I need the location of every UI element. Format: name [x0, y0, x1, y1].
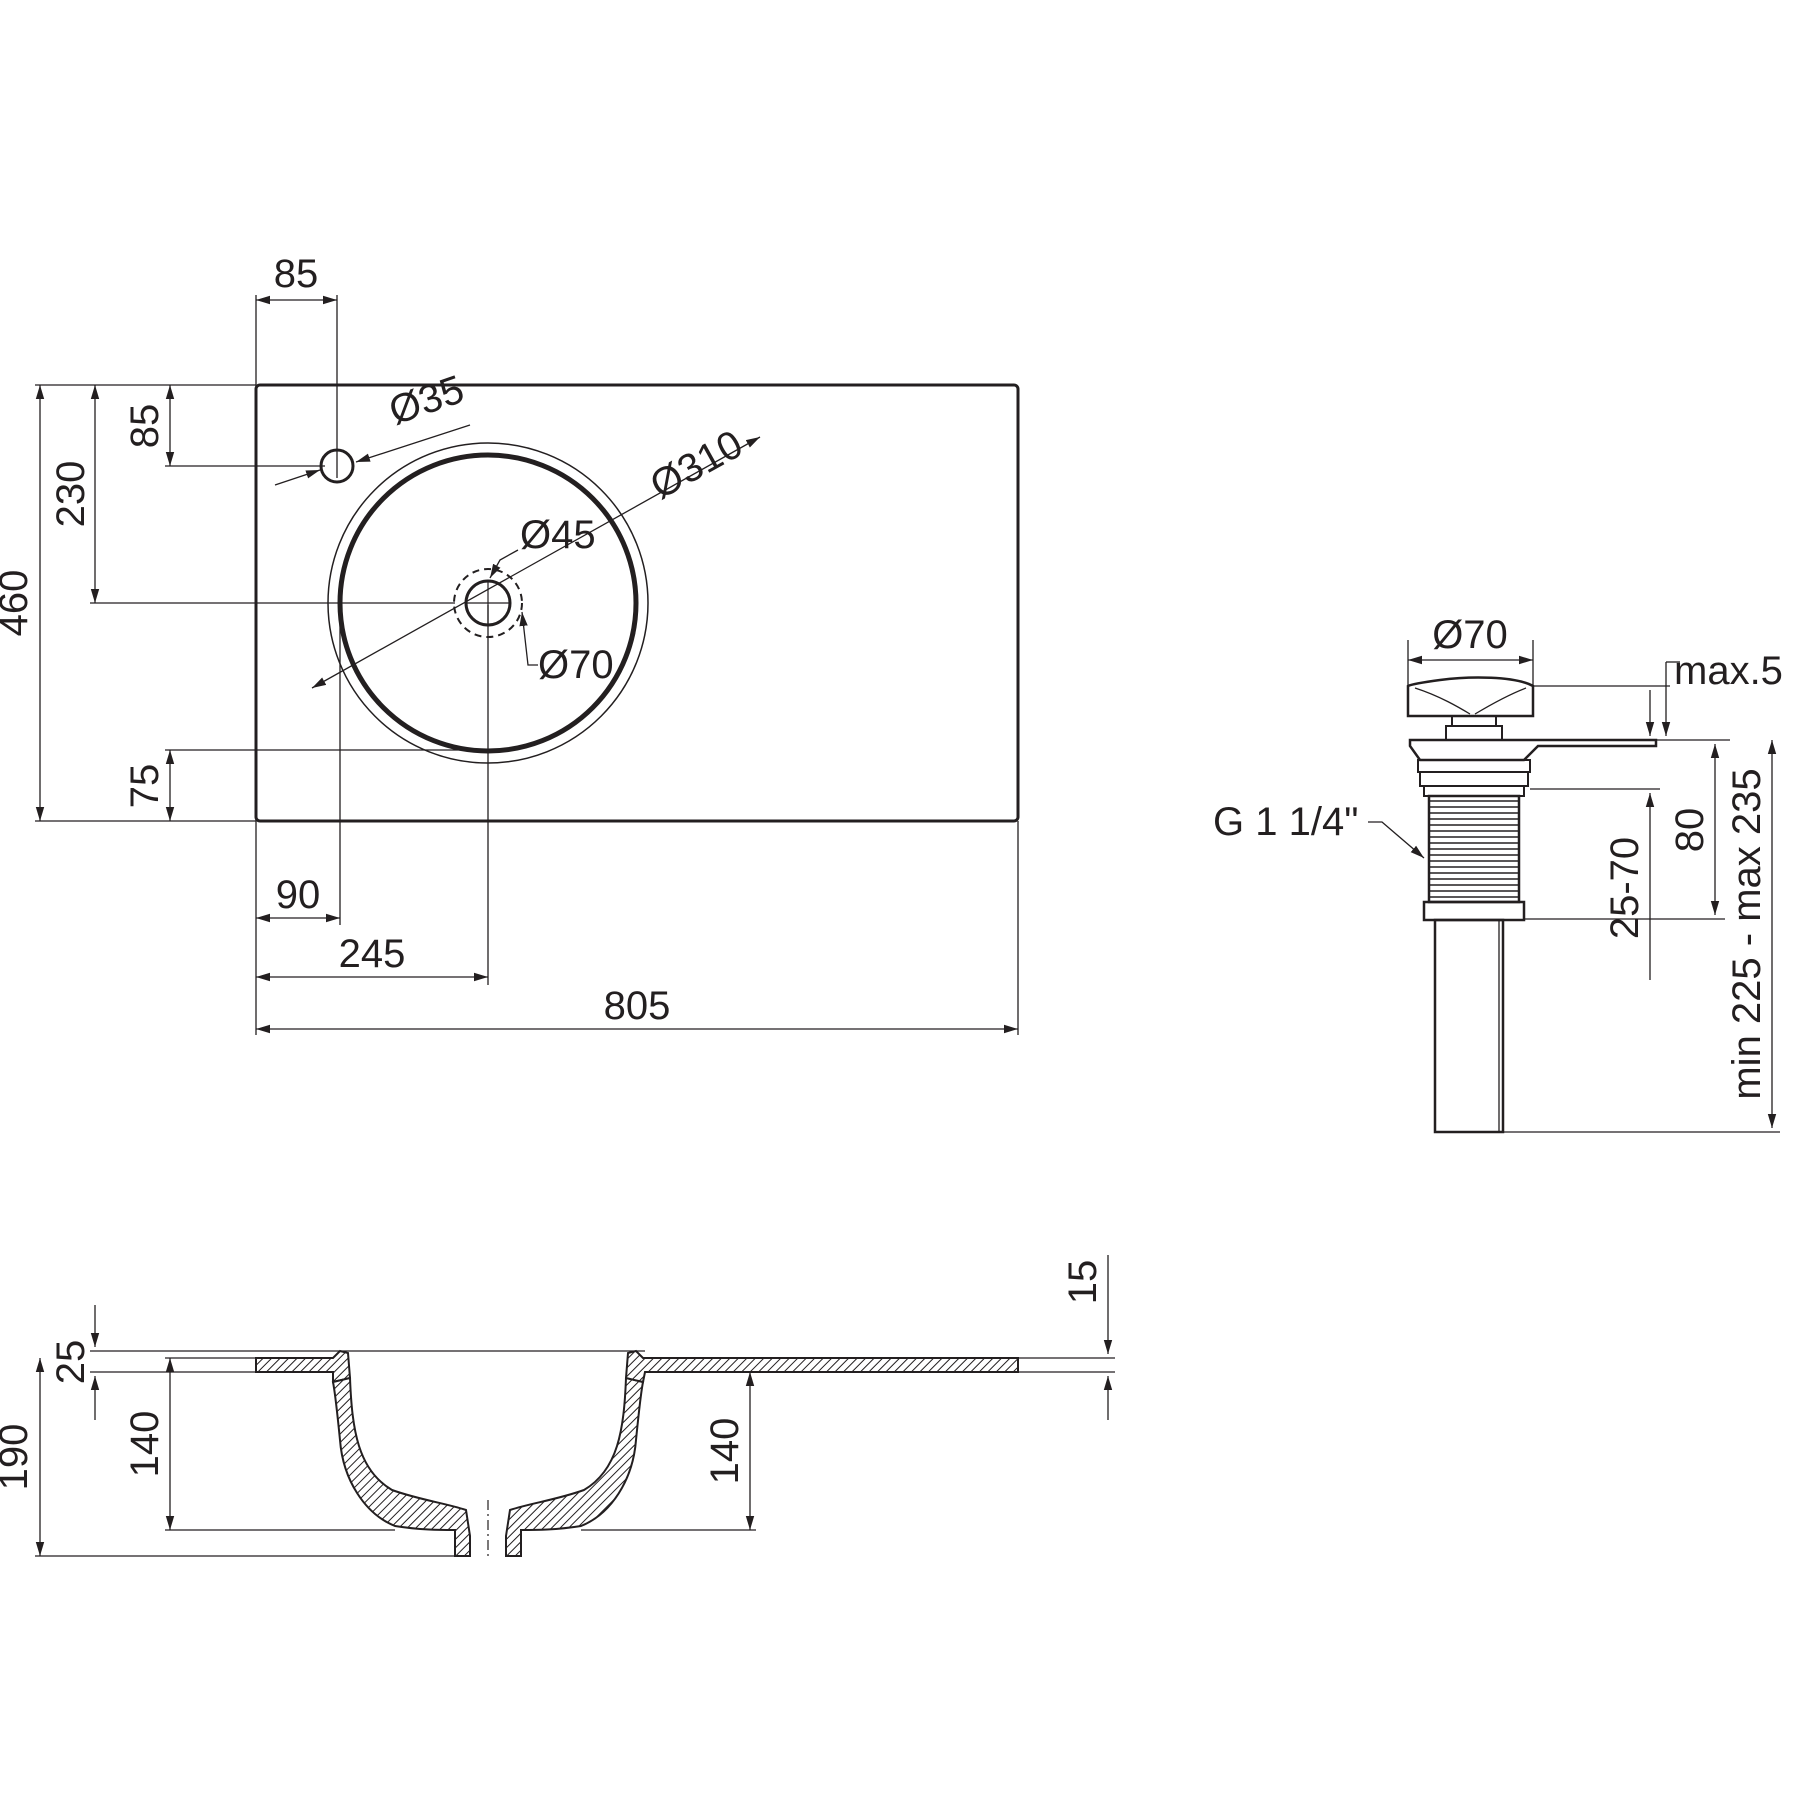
drain-outer — [453, 568, 523, 638]
bowl-left-offset-label: 90 — [276, 873, 321, 917]
drain-pipe — [1433, 918, 1505, 1134]
section-bowl — [331, 1376, 471, 1557]
total-height-label: 190 — [0, 1424, 36, 1491]
top-view: Ø35 Ø310 Ø45 Ø70 85 460 230 85 75 90 245… — [0, 252, 1020, 1035]
thread-label: G 1 1/4" — [1213, 800, 1358, 844]
height-label: 460 — [0, 570, 36, 637]
drain-outer-label: Ø70 — [538, 643, 614, 687]
drain-cap — [1406, 676, 1535, 718]
tap-offset-x-label: 85 — [274, 252, 319, 296]
bowl-depth-left-label: 140 — [123, 1411, 167, 1478]
drain-thread — [1427, 794, 1521, 904]
bowl-depth-right-label: 140 — [703, 1418, 747, 1485]
drain-flange — [1408, 738, 1658, 762]
bowl-diameter-label: Ø310 — [643, 422, 750, 508]
section-right-strip — [624, 1349, 1019, 1384]
tap-hole-label: Ø35 — [384, 367, 470, 433]
drain-offset-x-label: 245 — [339, 932, 406, 976]
adjust-range-label: 25-70 — [1603, 837, 1647, 939]
section-view: 25 190 140 140 15 — [0, 1255, 1115, 1560]
cap-diameter-label: Ø70 — [1432, 613, 1508, 657]
counter-thickness-label: 15 — [1061, 1260, 1105, 1305]
total-length-label: min 225 - max 235 — [1725, 768, 1769, 1099]
drain-view: Ø70 max.5 80 25-70 min 225 - max 235 G 1… — [1213, 613, 1783, 1134]
bottom-margin-label: 75 — [123, 764, 167, 809]
drain-diameter-label: Ø45 — [520, 513, 596, 557]
width-label: 805 — [604, 984, 671, 1028]
drain-offset-y-label: 230 — [49, 461, 93, 528]
tap-offset-y-label: 85 — [123, 404, 167, 449]
thread-length-label: 80 — [1668, 808, 1712, 853]
section-left-strip — [255, 1349, 352, 1384]
cap-gap-label: max.5 — [1674, 649, 1783, 693]
rim-label: 25 — [49, 1340, 93, 1385]
